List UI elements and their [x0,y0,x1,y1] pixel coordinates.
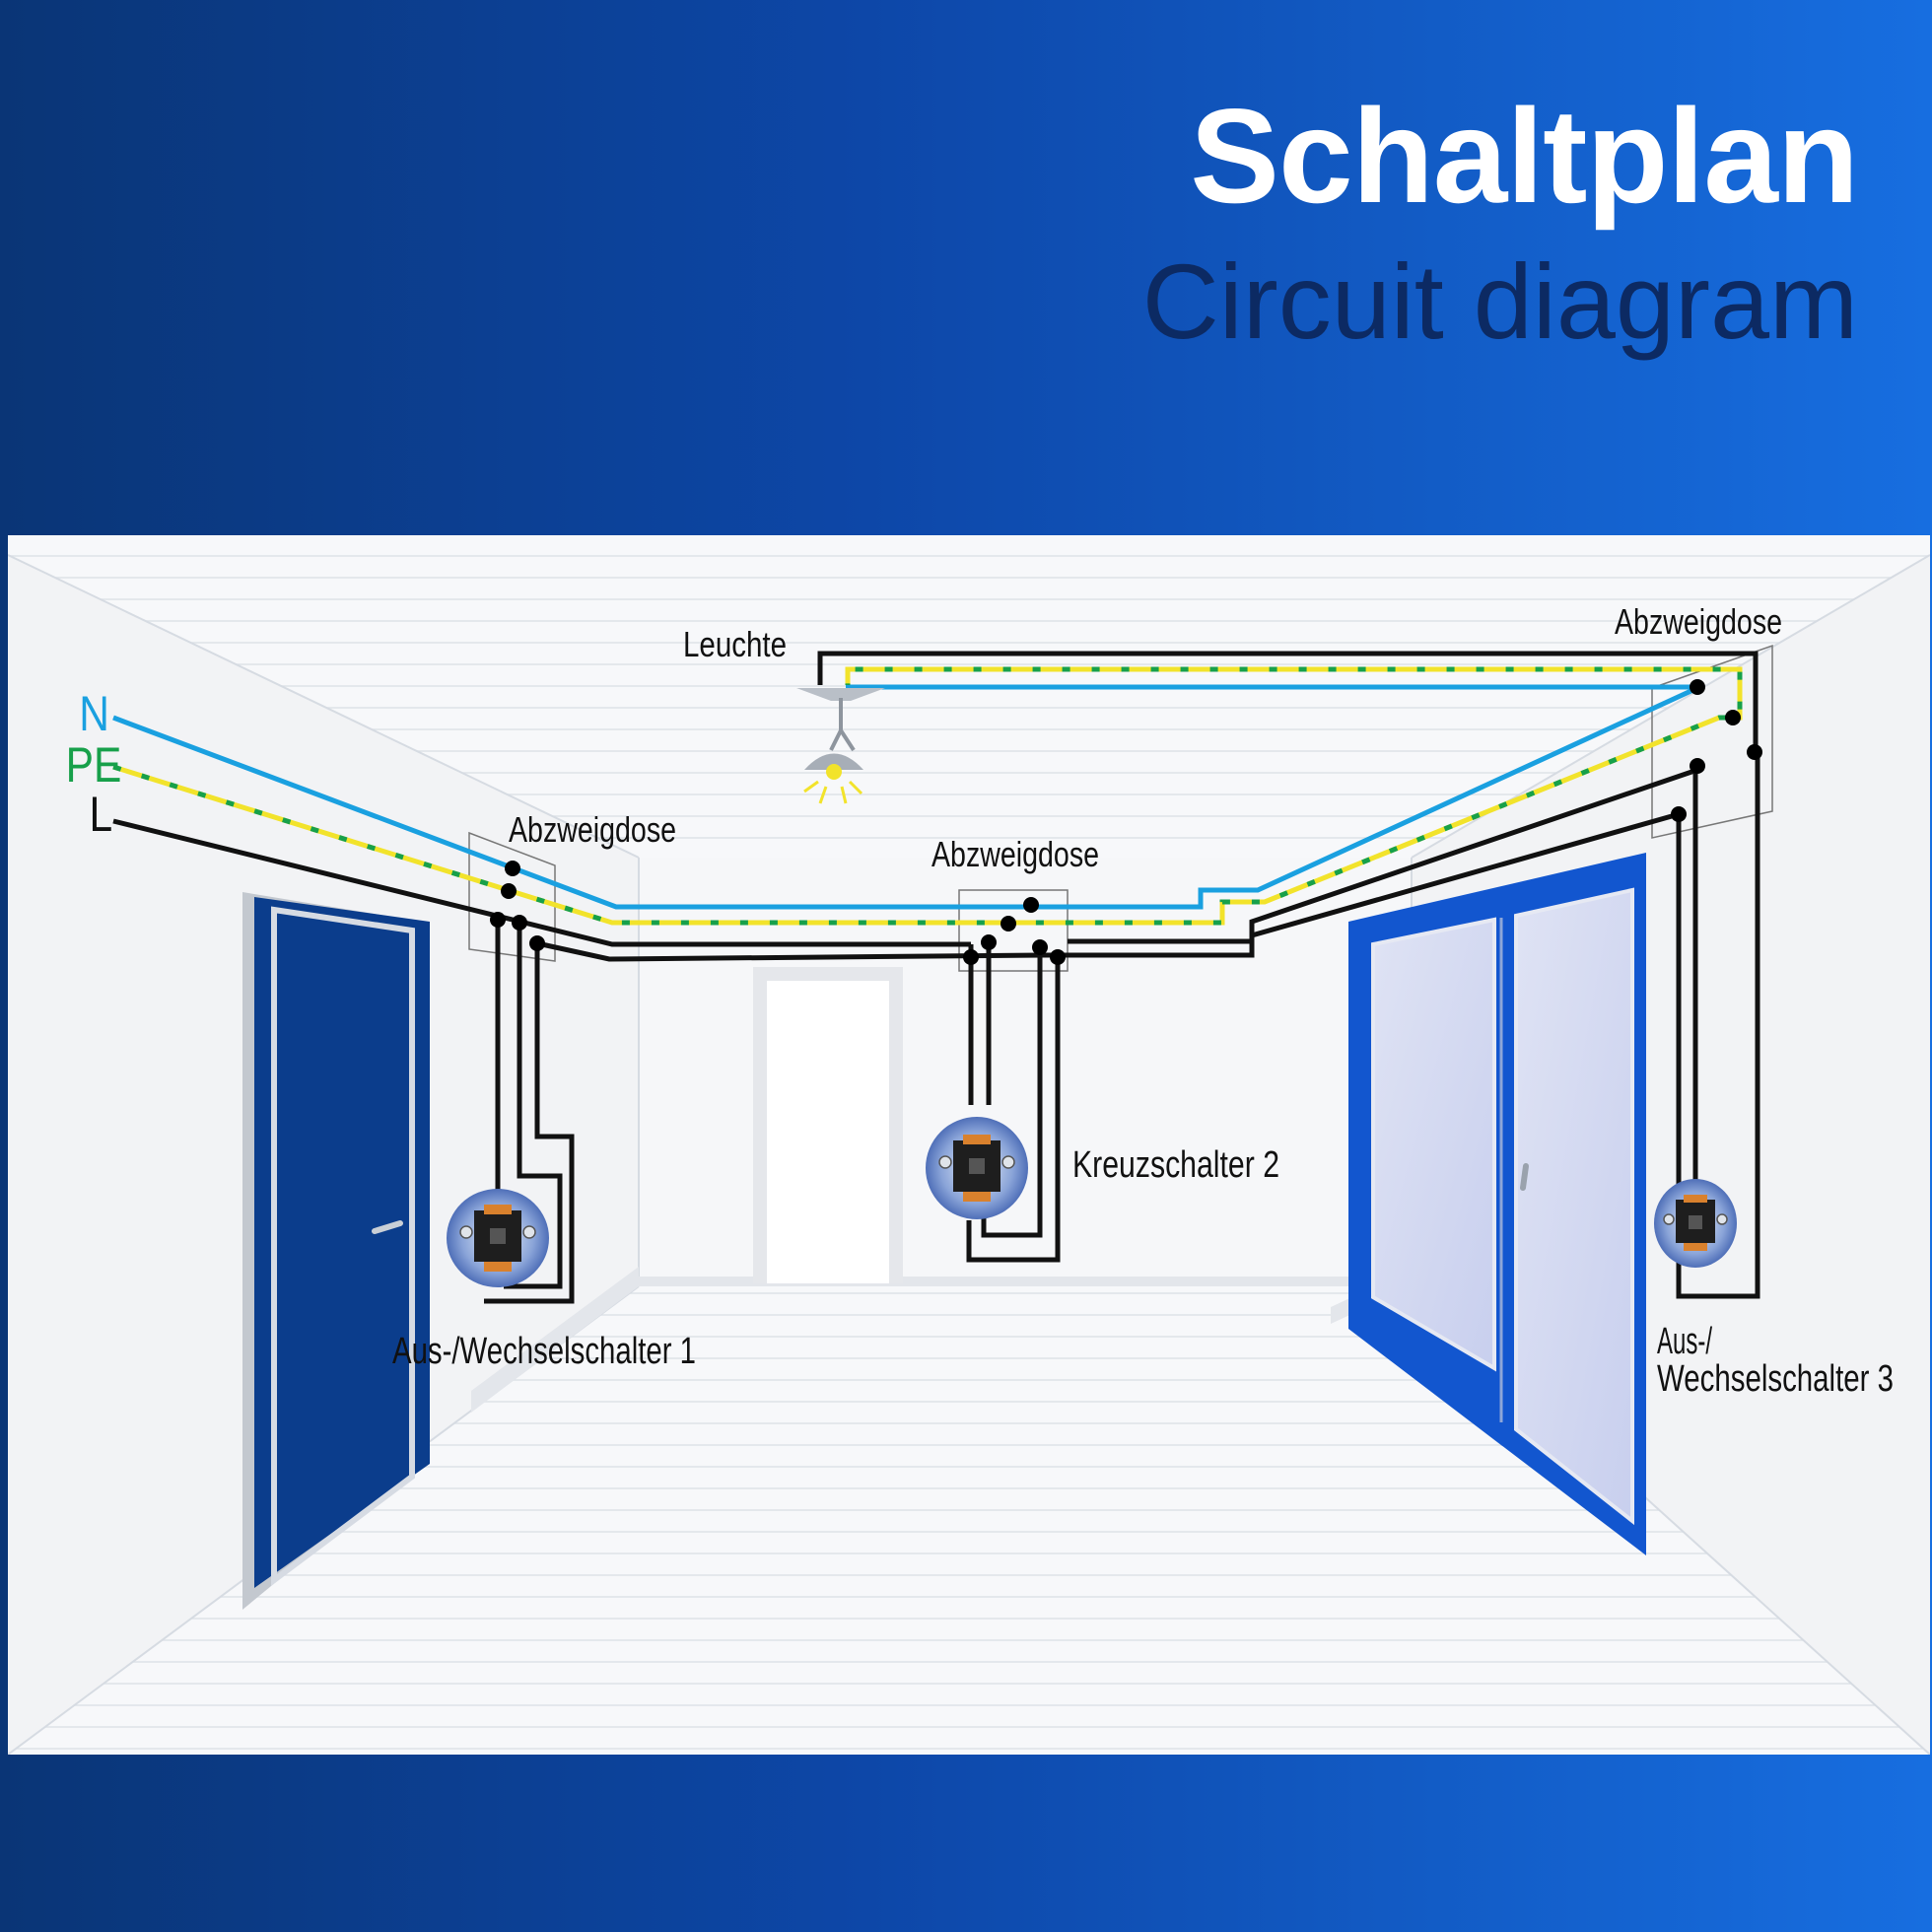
wire-l [112,818,971,947]
switch-icon [1654,1179,1737,1268]
label-switch-3-line1: Aus-/ [1657,1321,1712,1362]
back-doorway [753,967,903,1283]
wire-drop-switch1-b [504,923,563,1289]
switch-1 [447,1189,549,1287]
switch-3 [1654,1179,1737,1268]
wire-l-return [536,811,1680,962]
ceiling [8,535,1930,858]
wire-drop-switch2-d [966,957,1061,1263]
wire-label-l: L [89,787,112,842]
label-leuchte: Leuchte [683,624,787,664]
circuit-diagram: N PE L Leuchte Abzweigdose Abzweigdose A… [8,535,1930,1755]
header: Schaltplan Circuit diagram [1141,81,1859,361]
label-box-center: Abzweigdose [932,834,1099,874]
wire-pe [112,666,1743,926]
wire-ceiling-switch [1068,765,1704,944]
junction-box-center [958,889,1069,972]
page-subtitle: Circuit diagram [1141,242,1858,361]
label-box-left: Abzweigdose [509,809,676,850]
switch-icon [926,1117,1028,1219]
wire-lamp-live [817,651,1759,752]
junction-dots [490,679,1762,965]
label-switch-2: Kreuzschalter 2 [1072,1144,1279,1186]
page-title: Schaltplan [1190,81,1859,231]
wire-label-pe: PE [66,737,122,793]
switch-2 [926,1117,1028,1219]
wire-drop-switch2-c [981,947,1043,1238]
label-switch-1: Aus-/Wechselschalter 1 [392,1331,696,1372]
wire-label-n: N [79,686,109,741]
ceiling-lamp-icon [796,688,885,804]
label-box-right: Abzweigdose [1615,601,1782,642]
wire-n [112,685,1699,910]
window-door [1348,853,1646,1555]
wire-drop-switch1-c [484,943,575,1304]
wiring [112,651,1760,1304]
label-switch-3-line2: Wechselschalter 3 [1657,1358,1894,1400]
switch-icon [447,1189,549,1287]
left-door [242,892,430,1610]
wire-drop-switch3-b [1676,750,1760,1299]
